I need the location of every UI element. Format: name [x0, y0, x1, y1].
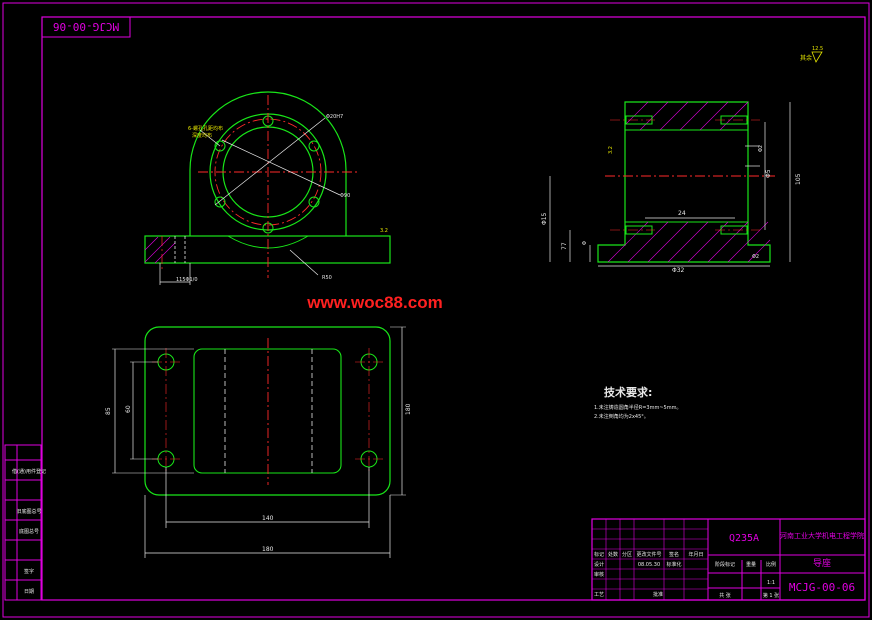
- tb-cell: 处数: [608, 551, 618, 558]
- top-dim: 180: [405, 403, 412, 415]
- side-dim: Φ32: [672, 267, 685, 274]
- rotated-drawing-number: MCJG-00-06: [53, 20, 119, 33]
- tb-cell: 审核: [594, 571, 604, 578]
- top-dim: 60: [125, 405, 132, 413]
- tb-cell: 年月日: [688, 551, 703, 558]
- svg-text:12.5: 12.5: [812, 46, 823, 52]
- side-dim: 77: [561, 242, 568, 250]
- roughness-note: 其余 12.5: [800, 46, 823, 63]
- side-dim: Φ15: [541, 212, 548, 225]
- strip-label: 旧底图总号: [16, 508, 41, 515]
- tb-sheet-total: 共 张: [719, 592, 731, 599]
- left-side-strip: 借(通)用件登记 旧底图总号 底图总号 签字 日期: [4, 444, 46, 601]
- tb-cell: 比例: [766, 561, 776, 568]
- tech-item: 1.未注铸造圆角半径R=3mm~5mm。: [594, 404, 681, 411]
- side-dim: 105: [795, 173, 802, 185]
- rotated-number-box: MCJG-00-06: [41, 16, 131, 38]
- tb-cell: 工艺: [594, 592, 604, 598]
- front-view: 6-螺孔孔距均布 深度均布 Φ20H7 Φ90 R50 115Φ1/0 3.2: [144, 91, 391, 285]
- tech-item: 2.未注倒角均为2x45°。: [594, 413, 649, 420]
- tb-drawing-number: MCJG-00-06: [789, 581, 855, 594]
- strip-label: 借(通)用件登记: [12, 468, 46, 475]
- watermark-text: www.woc88.com: [306, 293, 442, 312]
- strip-label: 日期: [24, 589, 34, 595]
- tech-requirements: 技术要求: 1.未注铸造圆角半径R=3mm~5mm。 2.未注倒角均为2x45°…: [594, 385, 681, 420]
- tb-school: 河南工业大学机电工程学院: [780, 531, 864, 540]
- tb-material: Q235A: [729, 533, 759, 544]
- side-dim: 24: [678, 210, 686, 217]
- tb-cell: 更改文件号: [636, 551, 661, 558]
- side-dim: Φ2: [752, 254, 759, 260]
- roughness-text: 其余: [800, 54, 812, 62]
- strip-label: 签字: [24, 568, 34, 575]
- tb-cell: 设计: [594, 561, 604, 568]
- front-label-phi1: Φ20H7: [326, 114, 343, 120]
- tech-title: 技术要求:: [604, 385, 652, 399]
- front-label-r: R50: [322, 275, 332, 281]
- tb-cell: 标记: [594, 551, 604, 558]
- strip-label: 底图总号: [19, 528, 39, 535]
- side-dim: Φ2: [758, 145, 764, 152]
- tb-cell: 批准: [653, 591, 663, 598]
- tb-cell: 分区: [622, 551, 632, 558]
- tb-sheet: 第 1 张: [763, 592, 779, 599]
- side-dim: Φ5: [765, 169, 772, 178]
- top-dim: 140: [262, 515, 274, 522]
- title-block: 标记 处数 分区 更改文件号 签名 年月日 设计 08.05.30 标准化 阶段…: [591, 518, 866, 601]
- side-view: 105 Φ5 Φ2 24 Φ32 Φ15 77 Φ Φ2 3.2: [541, 101, 802, 274]
- tb-cell: 阶段标记: [715, 561, 735, 568]
- front-label-right: 3.2: [380, 228, 388, 234]
- tb-scale: 1:1: [767, 580, 775, 586]
- top-dim: 180: [262, 546, 274, 553]
- tb-cell: 08.05.30: [638, 562, 660, 568]
- side-dim: Φ: [582, 241, 588, 245]
- tb-cell: 标准化: [666, 561, 681, 568]
- tb-cell: 重量: [746, 561, 756, 568]
- front-label-phi2: Φ90: [340, 193, 350, 199]
- inner-frame: [41, 16, 866, 601]
- side-dim: 3.2: [608, 146, 614, 154]
- front-label-holes: 6-螺孔孔距均布: [188, 125, 223, 132]
- tb-cell: 签名: [669, 551, 679, 558]
- front-label-holes-2: 深度均布: [192, 132, 212, 139]
- top-view: 140 180 180 85 60: [105, 326, 412, 558]
- top-dim: 85: [105, 407, 112, 415]
- tb-part-name: 导座: [813, 557, 831, 569]
- front-label-left: 115Φ1/0: [176, 277, 198, 283]
